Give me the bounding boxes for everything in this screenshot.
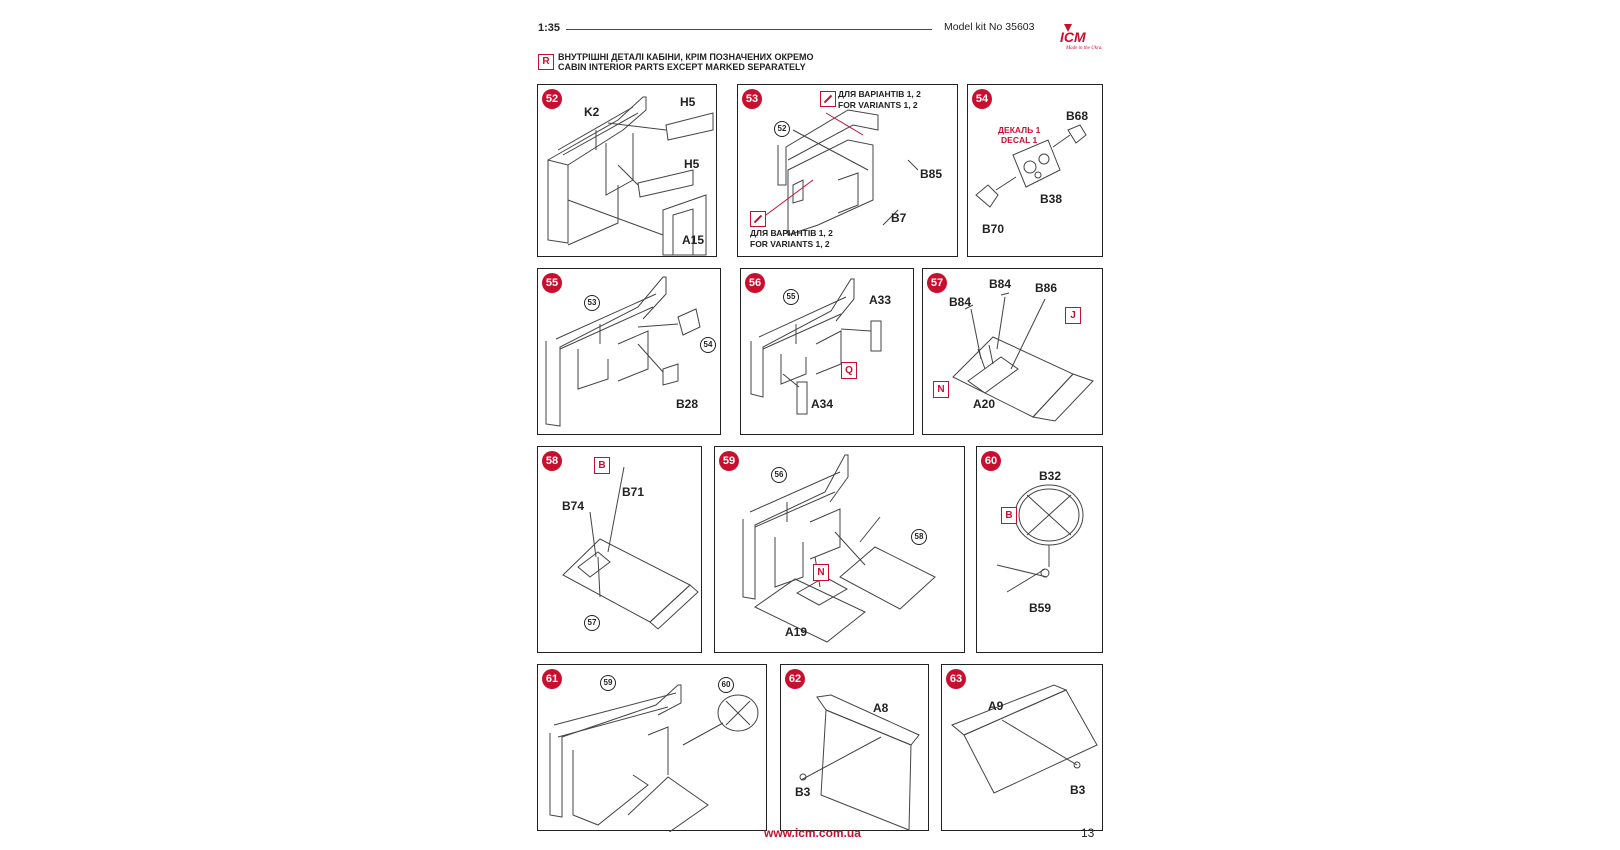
part-label-a33: A33 xyxy=(869,293,892,307)
section-title-ua: ВНУТРІШНІ ДЕТАЛІ КАБІНИ, КРІМ ПОЗНАЧЕНИХ… xyxy=(558,52,814,62)
step-number: 56 xyxy=(745,273,765,293)
color-code-b: B xyxy=(1001,507,1017,524)
part-label-b7: B7 xyxy=(891,211,907,225)
part-label-b68: B68 xyxy=(1066,109,1089,123)
scale-label: 1:35 xyxy=(538,22,561,34)
part-label-b74: B74 xyxy=(562,499,585,513)
color-code-q: Q xyxy=(841,362,857,379)
step-number: 58 xyxy=(542,451,562,471)
ref-circle-59: 59 xyxy=(600,675,616,691)
part-label-b38: B38 xyxy=(1040,192,1063,206)
step-number: 57 xyxy=(927,273,947,293)
step-63-panel: 63 A9 B3 xyxy=(941,664,1103,831)
ref-circle-56: 56 xyxy=(771,467,787,483)
part-label-k2: K2 xyxy=(584,105,600,119)
part-label-a19: A19 xyxy=(785,625,808,639)
step-58-panel: 58 B B74 B71 57 xyxy=(537,446,702,653)
part-label-a34: A34 xyxy=(811,397,834,411)
part-label-h5-lower: H5 xyxy=(684,157,700,171)
step-number: 60 xyxy=(981,451,1001,471)
step-number: 55 xyxy=(542,273,562,293)
section-marker: R xyxy=(538,54,554,70)
ref-circle-57: 57 xyxy=(584,615,600,631)
ref-circle-52: 52 xyxy=(774,121,790,137)
step-number: 52 xyxy=(542,89,562,109)
ref-circle-58: 58 xyxy=(911,529,927,545)
part-label-b3: B3 xyxy=(795,785,811,799)
part-label-b86: B86 xyxy=(1035,281,1058,295)
section-title-en: CABIN INTERIOR PARTS EXCEPT MARKED SEPAR… xyxy=(558,62,806,72)
part-label-b59: B59 xyxy=(1029,601,1052,615)
paint-pencil-icon xyxy=(750,211,766,227)
page-number: 13 xyxy=(1081,826,1095,840)
part-label-b84-right: B84 xyxy=(989,277,1012,291)
part-label-a15: A15 xyxy=(682,233,705,247)
part-label-b32: B32 xyxy=(1039,469,1062,483)
part-label-h5-top: H5 xyxy=(680,95,696,109)
ref-circle-54: 54 xyxy=(700,337,716,353)
paint-pencil-icon xyxy=(820,91,836,107)
step-number: 61 xyxy=(542,669,562,689)
step-number: 54 xyxy=(972,89,992,109)
step-number: 63 xyxy=(946,669,966,689)
step-number: 53 xyxy=(742,89,762,109)
part-label-a8: A8 xyxy=(873,701,889,715)
website-link[interactable]: www.icm.com.ua xyxy=(764,826,861,840)
svg-text:Made in the Ukraine: Made in the Ukraine xyxy=(1065,46,1102,50)
step-55-panel: 55 53 54 B28 xyxy=(537,268,721,435)
model-kit-label: Model kit No 35603 xyxy=(944,21,1035,33)
part-label-a20: A20 xyxy=(973,397,996,411)
ref-circle-60: 60 xyxy=(718,677,734,693)
svg-text:ICM: ICM xyxy=(1060,29,1086,45)
color-code-b: B xyxy=(594,457,610,474)
part-label-a9: A9 xyxy=(988,699,1004,713)
part-label-b28: B28 xyxy=(676,397,699,411)
part-label-b85: B85 xyxy=(920,167,943,181)
step-number: 59 xyxy=(719,451,739,471)
part-label-b84-left: B84 xyxy=(949,295,972,309)
icm-logo: ICM Made in the Ukraine xyxy=(1058,22,1108,51)
ref-circle-53: 53 xyxy=(584,295,600,311)
color-code-j: J xyxy=(1065,307,1081,324)
color-code-n: N xyxy=(813,564,829,581)
part-label-b71: B71 xyxy=(622,485,645,499)
step-56-panel: 56 55 A33 Q A34 xyxy=(740,268,914,435)
step-57-panel: 57 B84 B84 B86 J N A20 xyxy=(922,268,1103,435)
part-label-b3: B3 xyxy=(1070,783,1086,797)
step-61-panel: 61 59 60 xyxy=(537,664,767,832)
color-code-n: N xyxy=(933,381,949,398)
step-59-panel: 59 56 58 N A19 xyxy=(714,446,965,653)
step-60-panel: 60 B32 B B59 xyxy=(976,446,1103,653)
step-62-panel: 62 A8 B3 xyxy=(780,664,929,831)
step-52-panel: 52 K2 H5 H5 A15 xyxy=(537,84,717,257)
ref-circle-55: 55 xyxy=(783,289,799,305)
header-rule xyxy=(566,29,932,30)
part-label-b70: B70 xyxy=(982,222,1005,236)
step-number: 62 xyxy=(785,669,805,689)
